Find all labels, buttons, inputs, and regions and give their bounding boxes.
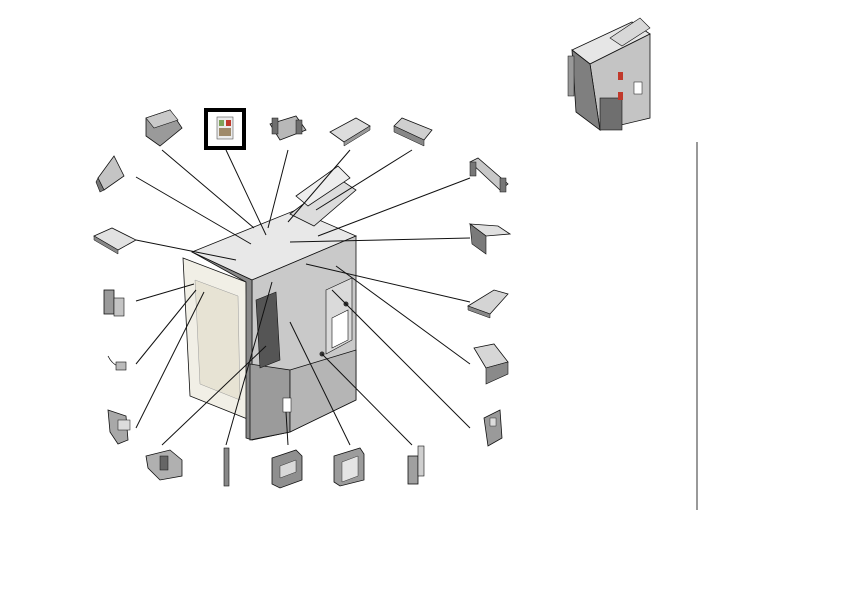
part-paper-guide-right[interactable]	[469, 157, 509, 193]
part-lower-bracket-assembly[interactable]	[145, 449, 183, 481]
part-flat-tray[interactable]	[93, 227, 137, 255]
part-sensor-cable[interactable]	[107, 355, 127, 371]
part-left-cover-wedge[interactable]	[95, 155, 125, 193]
part-small-hinge-bracket[interactable]	[103, 289, 125, 317]
part-label-sticker[interactable]	[204, 108, 246, 150]
assembly-thumbnail[interactable]	[567, 17, 651, 131]
part-corner-cover[interactable]	[473, 343, 509, 385]
part-side-cover-right[interactable]	[468, 223, 512, 255]
part-wedge-handle[interactable]	[467, 289, 509, 319]
finisher-unit	[182, 165, 358, 441]
leader-lines	[135, 149, 471, 446]
part-vertical-shaft[interactable]	[223, 447, 230, 487]
part-mount-bracket-left[interactable]	[107, 409, 131, 445]
part-lower-front-cover[interactable]	[271, 449, 303, 489]
part-rear-panel-small[interactable]	[483, 409, 503, 447]
part-top-bracket[interactable]	[269, 115, 307, 141]
part-guide-rail[interactable]	[393, 117, 433, 147]
part-lower-side-cover[interactable]	[333, 447, 365, 487]
part-vertical-bracket-right[interactable]	[407, 445, 425, 485]
part-exit-tray-plate[interactable]	[329, 117, 371, 147]
part-top-cover-block[interactable]	[145, 109, 183, 147]
